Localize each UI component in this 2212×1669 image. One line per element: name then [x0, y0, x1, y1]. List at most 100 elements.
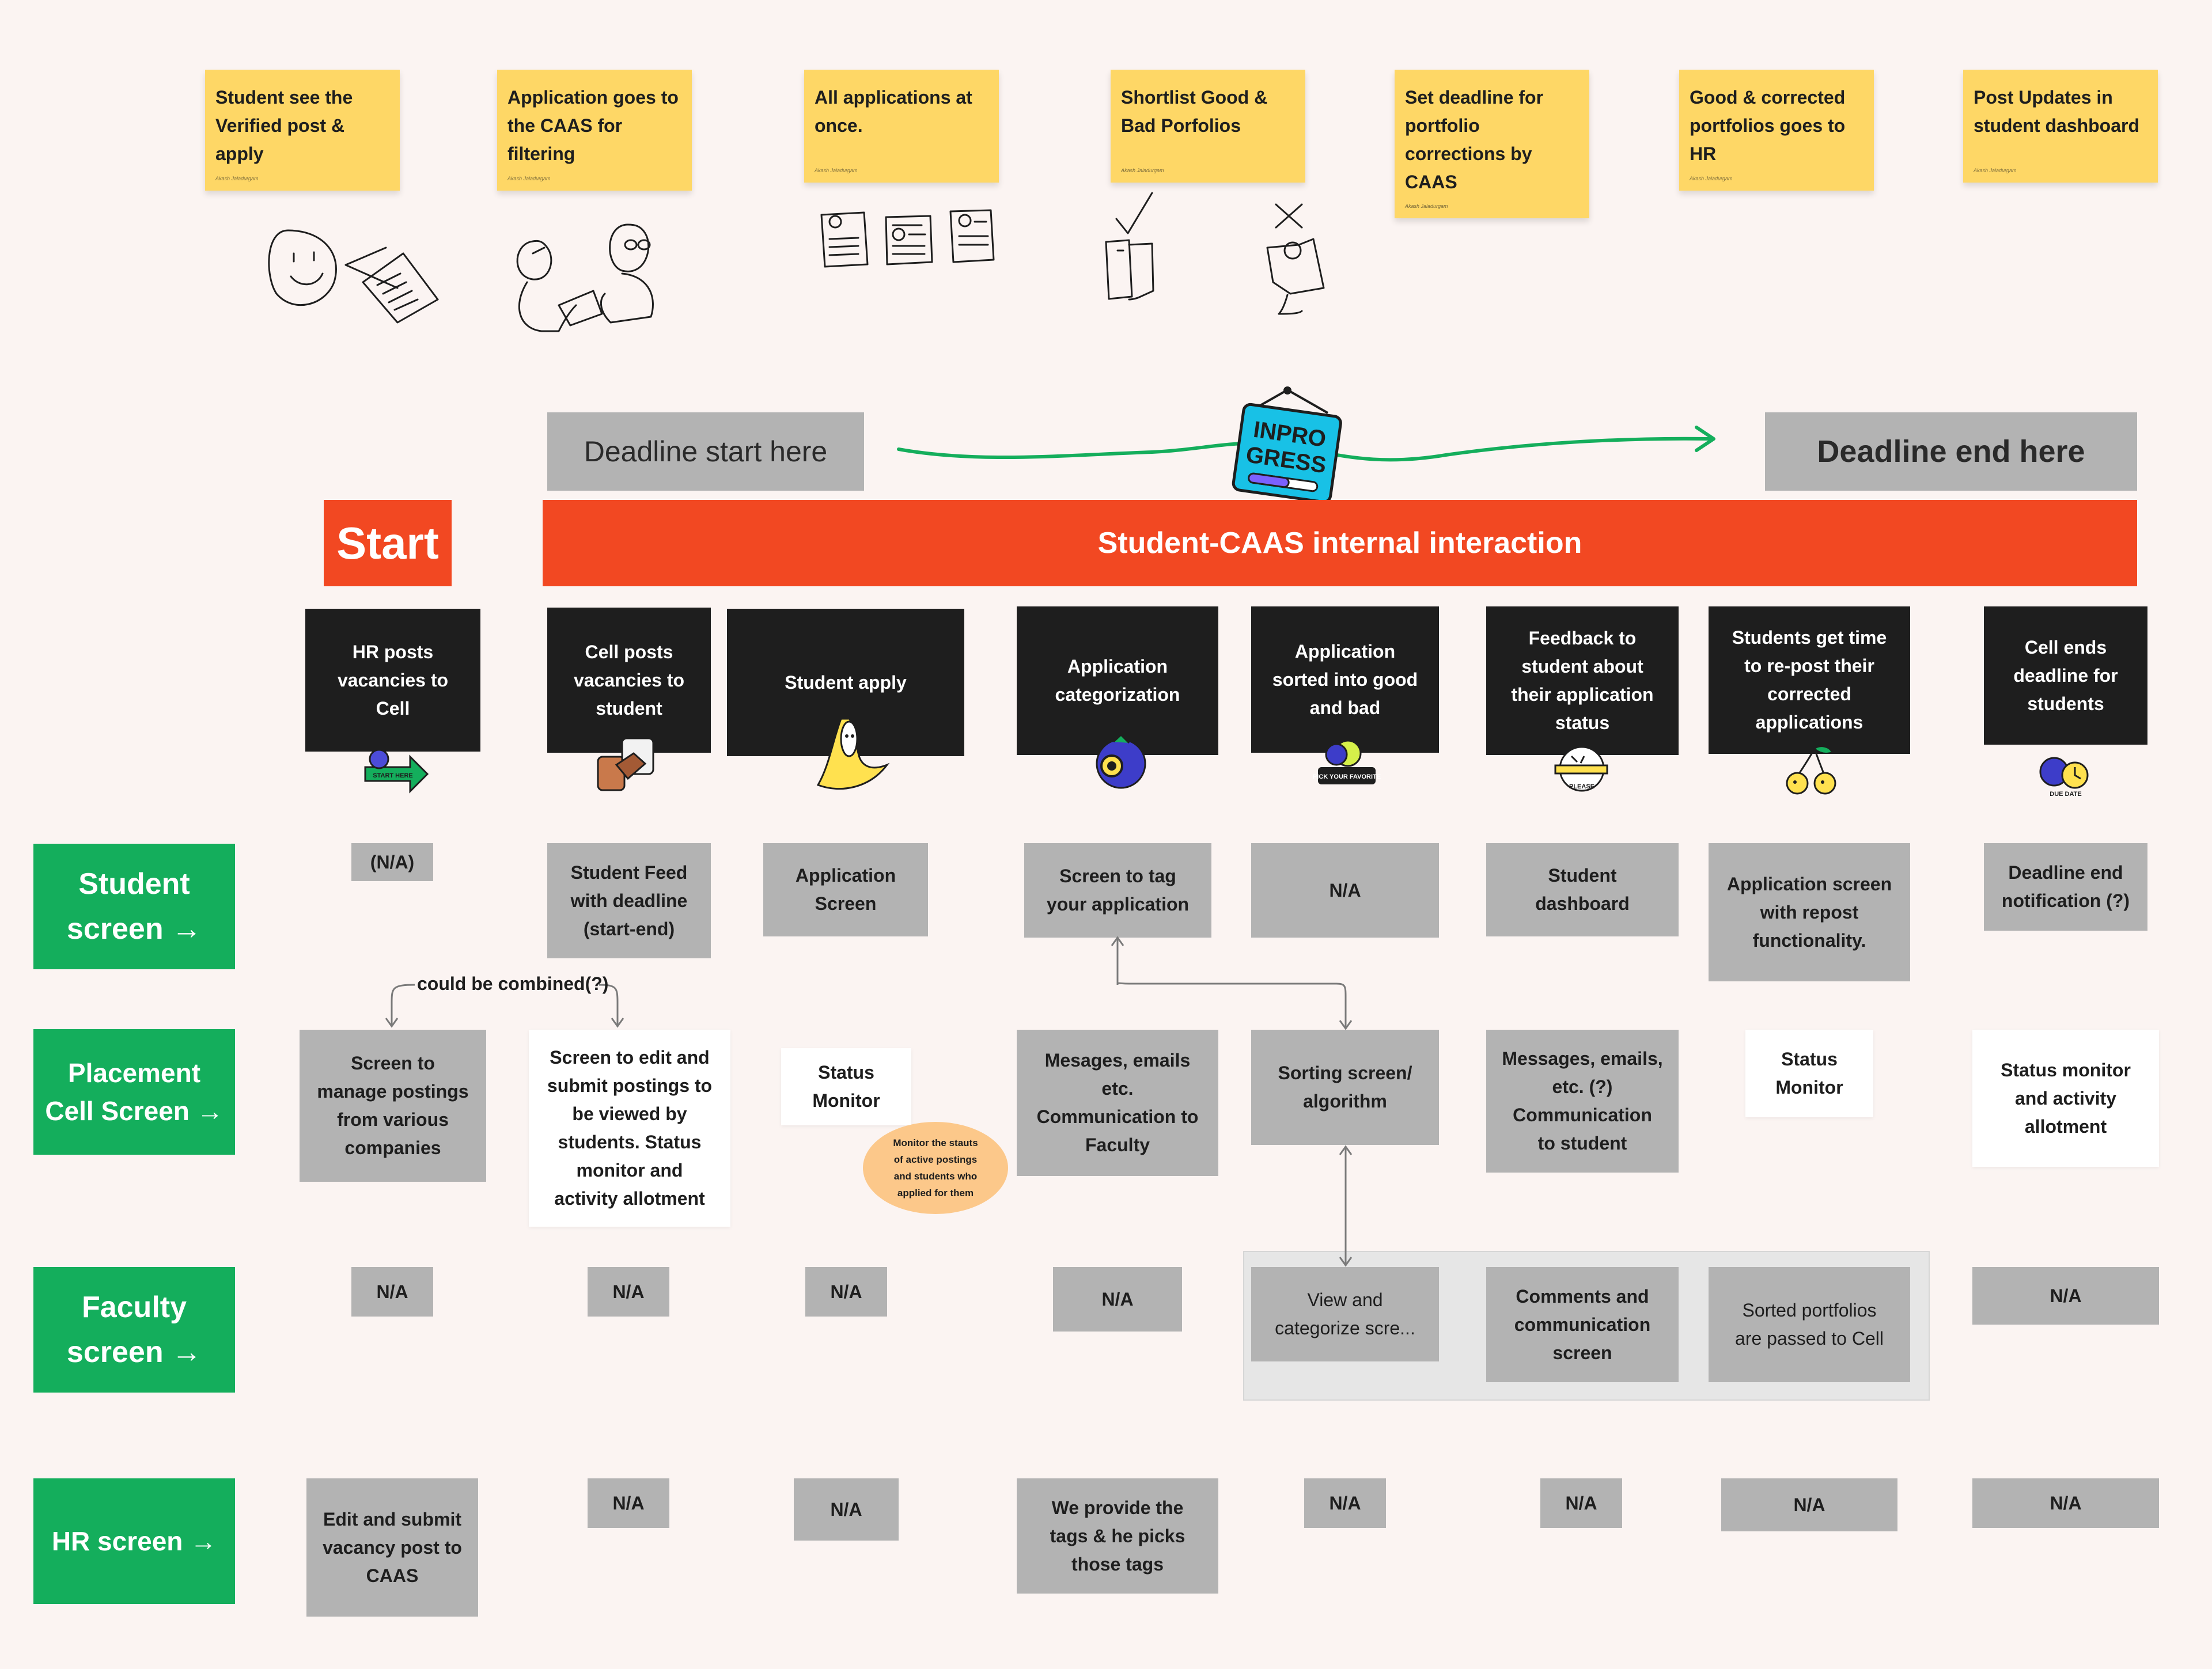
cell-text: Application Screen [795, 865, 896, 914]
cell-text: Status Monitor [1775, 1049, 1843, 1098]
sticky-text: Shortlist Good & Bad Porfolios [1121, 87, 1268, 136]
please-text: PLEASE [1569, 783, 1594, 790]
stage-label: Cell ends deadline for students [2013, 636, 2118, 714]
deadline-start-box[interactable]: Deadline start here [547, 412, 864, 491]
faculty-screen-cell[interactable]: N/A [805, 1267, 887, 1317]
sticky-note[interactable]: Post Updates in student dashboard Akash … [1963, 70, 2158, 183]
student-screen-cell[interactable]: Student dashboard [1486, 843, 1679, 936]
stage-card[interactable]: Cell ends deadline for students [1984, 606, 2147, 745]
cell-text: N/A [2050, 1492, 2082, 1514]
combined-connector [385, 984, 624, 1028]
cell-text: Edit and submit vacancy post to CAAS [323, 1508, 462, 1586]
sticky-text: All applications at once. [815, 87, 972, 136]
stage-card[interactable]: HR posts vacancies to Cell [305, 609, 480, 752]
sticky-note[interactable]: Shortlist Good & Bad Porfolios Akash Jal… [1111, 70, 1305, 183]
hr-screen-cell[interactable]: N/A [588, 1478, 669, 1528]
placement-screen-cell[interactable]: Sorting screen/ algorithm [1251, 1030, 1439, 1145]
faculty-screen-cell[interactable]: N/A [1053, 1267, 1182, 1332]
handshake-icon [597, 737, 654, 791]
faculty-screen-cell[interactable]: N/A [351, 1267, 433, 1317]
deadline-start-label: Deadline start here [584, 435, 828, 468]
deadline-end-box[interactable]: Deadline end here [1765, 412, 2137, 491]
stage-card[interactable]: Application sorted into good and bad [1251, 606, 1439, 753]
student-screen-cell[interactable]: Deadline end notification (?) [1984, 843, 2147, 931]
stage-card[interactable]: Cell posts vacancies to student [547, 608, 711, 753]
placement-screen-cell[interactable]: Status Monitor [781, 1048, 911, 1125]
placement-screen-cell[interactable]: Screen to edit and submit postings to be… [529, 1030, 730, 1227]
row-label-text: HR screen → [51, 1526, 217, 1556]
in-progress-badge-icon: INPRO GRESS [1232, 386, 1342, 503]
sticky-author: Akash Jaladurgam [1974, 168, 2017, 173]
cell-text: Status monitor and activity allotment [2001, 1059, 2131, 1137]
stage-card[interactable]: Students get time to re-post their corre… [1709, 606, 1910, 754]
sticky-text: Good & corrected portfolios goes to HR [1690, 87, 1846, 164]
monitor-note: Monitor the stauts of active postings an… [863, 1122, 1008, 1214]
faculty-screen-cell[interactable]: N/A [588, 1267, 669, 1317]
stage-label: Application categorization [1055, 656, 1180, 705]
stage-label: Feedback to student about their applicat… [1511, 628, 1654, 733]
row-label-placement: Placement Cell Screen → [33, 1029, 235, 1155]
sticky-note[interactable]: All applications at once. Akash Jaladurg… [804, 70, 999, 183]
stage-label: Application sorted into good and bad [1272, 640, 1418, 718]
stage-card[interactable]: Feedback to student about their applicat… [1486, 606, 1679, 755]
placement-screen-cell[interactable]: Screen to manage postings from various c… [300, 1030, 486, 1182]
student-screen-cell[interactable]: Application screen with repost functiona… [1709, 843, 1910, 981]
row-label-faculty: Faculty screen → [33, 1267, 235, 1393]
cell-text: N/A [1329, 879, 1361, 901]
cell-text: (N/A) [370, 851, 415, 873]
cell-text: N/A [1793, 1494, 1825, 1515]
sticky-note[interactable]: Application goes to the CAAS for filteri… [497, 70, 692, 191]
hr-screen-cell[interactable]: N/A [1540, 1478, 1622, 1528]
placement-screen-cell[interactable]: Messages, emails, etc. (?) Communication… [1486, 1030, 1679, 1173]
row-label-text: Placement Cell Screen → [45, 1058, 224, 1126]
placement-screen-cell[interactable]: Status Monitor [1745, 1030, 1873, 1117]
stage-card[interactable]: Application categorization [1017, 606, 1218, 755]
documents-doodle-icon [820, 209, 995, 268]
hr-screen-cell[interactable]: N/A [1304, 1478, 1386, 1528]
sticky-note[interactable]: Good & corrected portfolios goes to HR A… [1679, 70, 1874, 191]
hr-screen-cell[interactable]: Edit and submit vacancy post to CAAS [306, 1478, 478, 1617]
student-screen-cell[interactable]: (N/A) [351, 843, 433, 881]
due-date-icon: DUE DATE [2039, 757, 2089, 798]
cell-text: N/A [1101, 1288, 1134, 1310]
faculty-screen-cell[interactable]: View and categorize scre... [1251, 1267, 1439, 1361]
cell-text: N/A [1329, 1492, 1361, 1514]
cell-text: Student dashboard [1535, 865, 1630, 914]
faculty-screen-cell[interactable]: N/A [1972, 1267, 2159, 1325]
monitor-note-text: Monitor the stauts of active postings an… [893, 1137, 978, 1198]
stage-label: Cell posts vacancies to student [573, 641, 685, 719]
placement-screen-cell[interactable]: Mesages, emails etc. Communication to Fa… [1017, 1030, 1218, 1176]
cell-text: Sorted portfolios are passed to Cell [1735, 1300, 1884, 1349]
placement-screen-cell[interactable]: Status monitor and activity allotment [1972, 1030, 2159, 1167]
sticky-note[interactable]: Set deadline for portfolio corrections b… [1395, 70, 1589, 218]
stage-label: HR posts vacancies to Cell [337, 641, 449, 719]
sticky-author: Akash Jaladurgam [507, 176, 551, 181]
sticky-text: Set deadline for portfolio corrections b… [1405, 87, 1544, 192]
row-label-text: Faculty screen → [66, 1291, 202, 1369]
student-screen-cell[interactable]: N/A [1251, 843, 1439, 938]
cell-text: Screen to tag your application [1046, 866, 1190, 915]
student-screen-cell[interactable]: Screen to tag your application [1024, 843, 1211, 938]
cell-text: N/A [612, 1281, 645, 1302]
people-doodle-icon [516, 223, 654, 332]
faculty-screen-cell[interactable]: Sorted portfolios are passed to Cell [1709, 1267, 1910, 1382]
sticky-note[interactable]: Student see the Verified post & apply Ak… [205, 70, 400, 191]
student-screen-cell[interactable]: Application Screen [763, 843, 928, 936]
phase-banner-text: Student-CAAS internal interaction [1097, 526, 1582, 560]
row-label-student: Student screen → [33, 844, 235, 969]
stage-label: Students get time to re-post their corre… [1732, 627, 1887, 733]
cell-text: Comments and communication screen [1514, 1285, 1651, 1363]
sticky-author: Akash Jaladurgam [1690, 176, 1733, 181]
deadline-end-label: Deadline end here [1817, 434, 2085, 469]
student-screen-cell[interactable]: Student Feed with deadline (start-end) [547, 843, 711, 958]
hr-screen-cell[interactable]: We provide the tags & he picks those tag… [1017, 1478, 1218, 1594]
phase-banner: Student-CAAS internal interaction [543, 500, 2137, 586]
hr-screen-cell[interactable]: N/A [1972, 1478, 2159, 1528]
hr-screen-cell[interactable]: N/A [794, 1478, 899, 1541]
faculty-screen-cell[interactable]: Comments and communication screen [1486, 1267, 1679, 1382]
cell-text: View and categorize scre... [1275, 1289, 1415, 1338]
smiley-doodle-icon [268, 229, 439, 324]
sticky-author: Akash Jaladurgam [815, 168, 858, 173]
hr-screen-cell[interactable]: N/A [1721, 1478, 1897, 1531]
